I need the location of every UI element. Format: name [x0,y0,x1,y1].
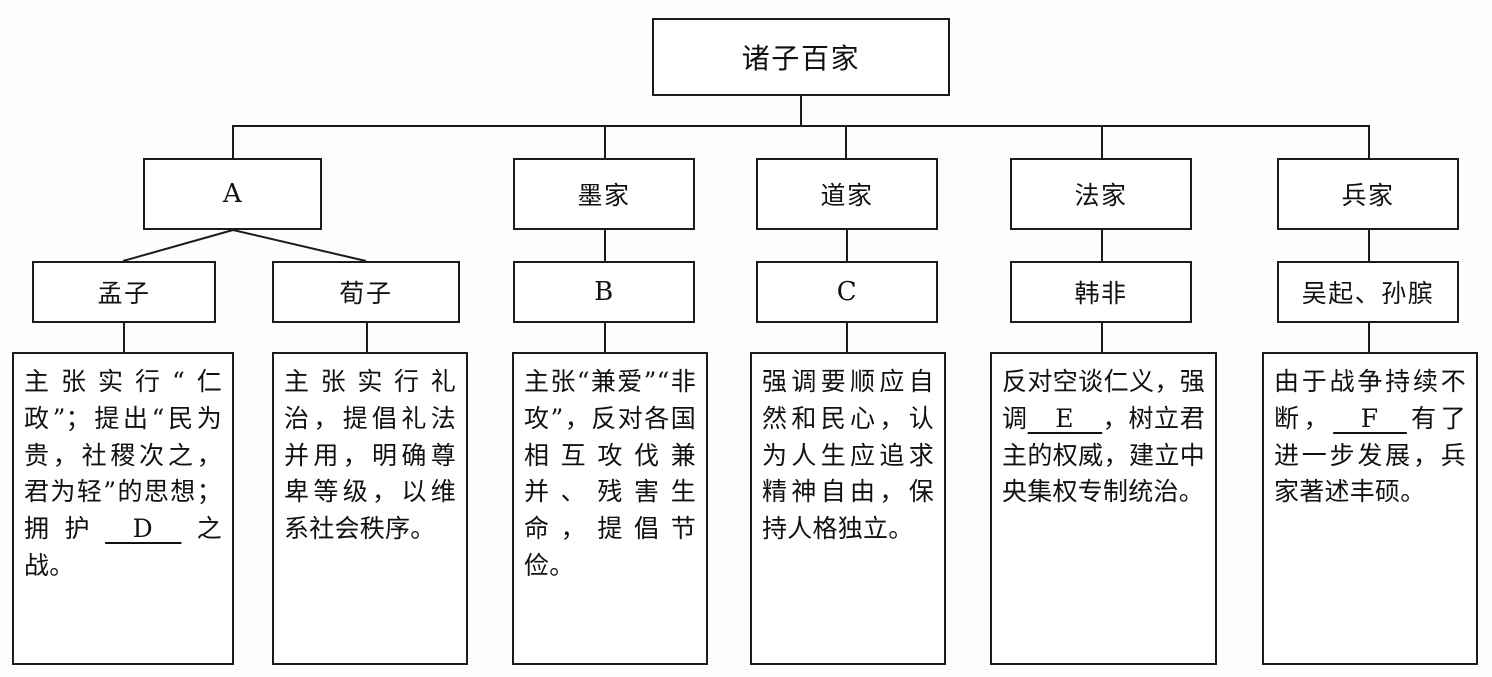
school-box-daoism: 道家 [756,158,938,230]
school-box-a: A [143,158,322,230]
person-box-mengzi: 孟子 [32,261,216,323]
connector-mengzi-to-desc [123,323,125,352]
description-text-militarism: 由于战争持续不断， F 有了进一步发展，兵家著述丰硕。 [1274,364,1466,511]
connector-b-to-desc [604,323,606,352]
description-text-xunzi: 主张实行礼治，提倡礼法并用，明确尊卑等级，以维系社会秩序。 [284,364,456,548]
connector-hanfei-to-desc [1101,323,1103,352]
person-box-b: B [513,261,695,323]
description-blank-d: D [105,514,182,543]
connector-c-to-desc [846,323,848,352]
connector-a-to-mengzi [122,229,234,262]
description-card-hanfei: 反对空谈仁义，强调 E ，树立君主的权威，建立中央集权专制统治。 [990,352,1217,665]
connector-legalism-to-hanfei [1101,230,1103,261]
description-blank-f: F [1333,403,1407,433]
description-post-militarism: 有了进一步发展，兵家著述丰硕。 [1274,403,1466,507]
school-label-mohism: 墨家 [577,181,631,210]
description-text-b: 主张“兼爱”“非攻”，反对各国相互攻伐兼并、残害生命，提倡节俭。 [524,364,696,585]
description-pre-c: 强调要顺应自然和民心，认为人生应追求精神自由，保持人格独立。 [762,367,934,543]
person-label-xunzi: 荀子 [339,279,393,308]
description-pre-hanfei: 反对空谈仁义，强调 [1002,367,1205,433]
person-box-c: C [756,261,938,323]
connector-bus-drop-3 [845,125,847,158]
description-card-c: 强调要顺应自然和民心，认为人生应追求精神自由，保持人格独立。 [750,352,946,665]
connector-a-to-xunzi [232,229,367,262]
school-label-legalism: 法家 [1074,181,1128,210]
connector-xunzi-to-desc [366,323,368,352]
description-text-hanfei: 反对空谈仁义，强调 E ，树立君主的权威，建立中央集权专制统治。 [1002,364,1205,511]
school-box-mohism: 墨家 [513,158,695,230]
school-label-a: A [222,179,243,209]
connector-bus-drop-1 [232,125,234,158]
description-card-xunzi: 主张实行礼治，提倡礼法并用，明确尊卑等级，以维系社会秩序。 [272,352,468,665]
description-post-hanfei: ，树立君主的权威，建立中央集权专制统治。 [1002,403,1205,507]
person-label-wuqi-sunbin: 吴起、孙膑 [1301,279,1435,308]
description-card-militarism: 由于战争持续不断， F 有了进一步发展，兵家著述丰硕。 [1262,352,1478,665]
person-label-mengzi: 孟子 [97,279,151,308]
person-box-wuqi-sunbin: 吴起、孙膑 [1277,261,1459,323]
description-pre-mengzi: 主张实行“仁政”；提出“民为贵，社稷次之，君为轻”的思想；拥护 [24,367,222,543]
person-box-hanfei: 韩非 [1010,261,1192,323]
description-blank-e: E [1027,403,1103,433]
connector-root-stem [800,96,802,126]
school-label-militarism: 兵家 [1341,181,1395,210]
person-label-b: B [594,277,614,307]
description-post-mengzi: 之战。 [24,514,222,580]
root-node-label: 诸子百家 [741,42,861,75]
connector-bus [232,125,1370,127]
connector-militarism-to-wuqi [1368,230,1370,261]
school-box-militarism: 兵家 [1277,158,1459,230]
description-card-mengzi: 主张实行“仁政”；提出“民为贵，社稷次之，君为轻”的思想；拥护 D 之战。 [12,352,234,665]
connector-bus-drop-5 [1368,125,1370,158]
description-card-b: 主张“兼爱”“非攻”，反对各国相互攻伐兼并、残害生命，提倡节俭。 [512,352,708,665]
connector-wuqi-to-desc [1368,323,1370,352]
person-label-hanfei: 韩非 [1074,279,1128,308]
root-node-box: 诸子百家 [652,18,950,96]
description-text-mengzi: 主张实行“仁政”；提出“民为贵，社稷次之，君为轻”的思想；拥护 D 之战。 [24,364,222,585]
connector-mohism-to-b [604,230,606,261]
connector-bus-drop-2 [604,125,606,158]
person-box-xunzi: 荀子 [272,261,460,323]
connector-daoism-to-c [846,230,848,261]
description-pre-b: 主张“兼爱”“非攻”，反对各国相互攻伐兼并、残害生命，提倡节俭。 [524,367,696,580]
description-pre-xunzi: 主张实行礼治，提倡礼法并用，明确尊卑等级，以维系社会秩序。 [284,367,456,543]
person-label-c: C [836,277,858,307]
school-label-daoism: 道家 [820,181,874,210]
connector-bus-drop-4 [1101,125,1103,158]
description-pre-militarism: 由于战争持续不断， [1274,367,1466,433]
description-text-c: 强调要顺应自然和民心，认为人生应追求精神自由，保持人格独立。 [762,364,934,548]
school-box-legalism: 法家 [1010,158,1192,230]
